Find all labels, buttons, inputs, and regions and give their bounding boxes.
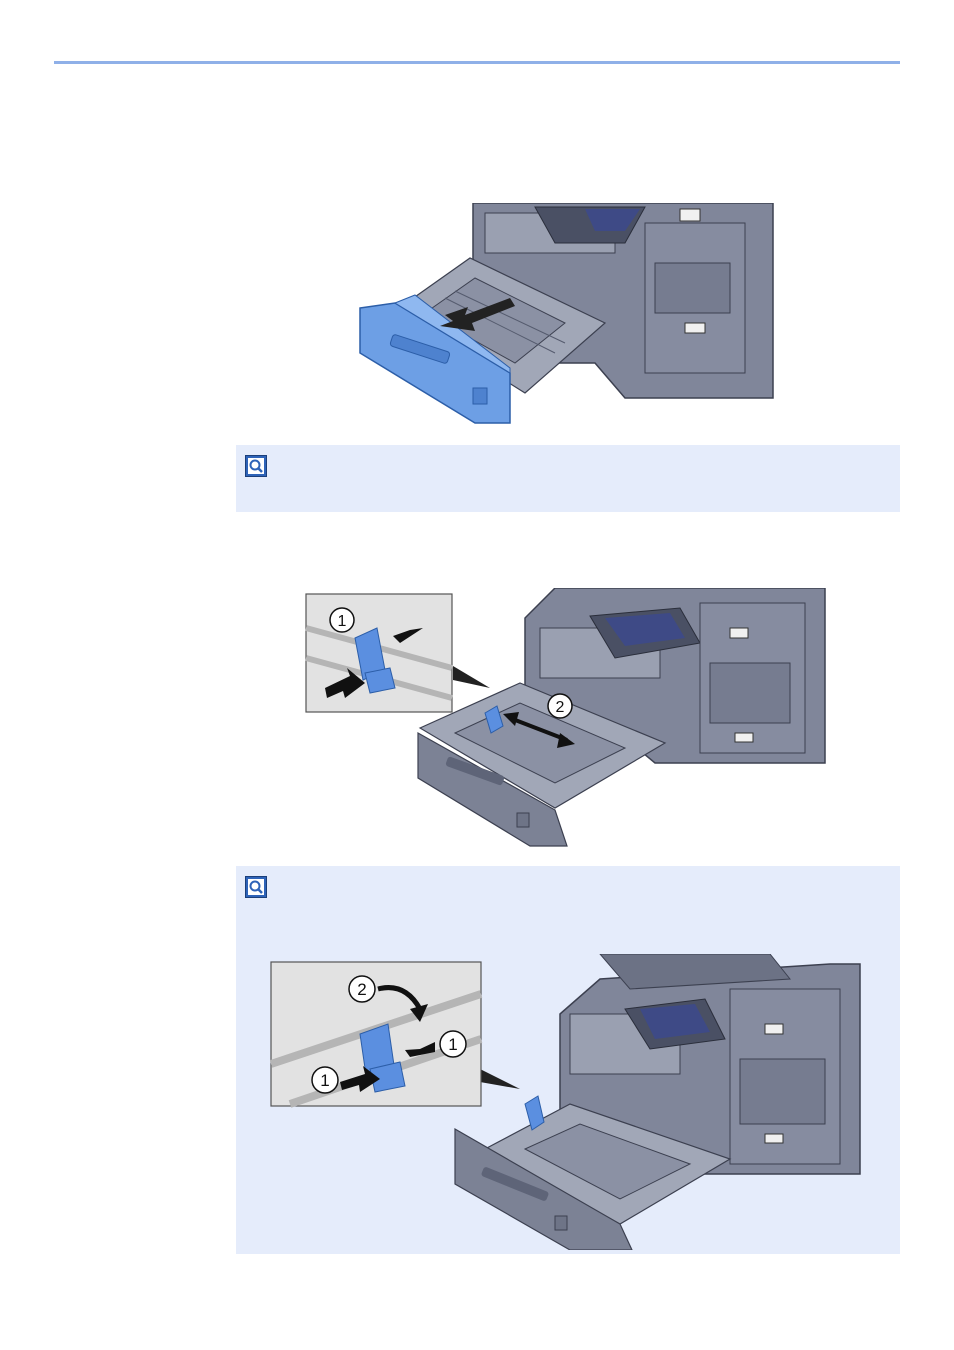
header-rule [54, 61, 900, 64]
callout-1: 1 [338, 613, 347, 630]
callout-2: 2 [556, 699, 565, 716]
note-icon [245, 876, 267, 898]
callout-1-right: 1 [448, 1035, 457, 1054]
fold-down-guide-figure: 2 1 1 [269, 953, 900, 1251]
adjust-width-guide-figure: 2 1 [305, 587, 830, 850]
note-icon [245, 455, 267, 477]
callout-1-left: 1 [320, 1071, 329, 1090]
note-box-2: 2 1 1 [236, 866, 900, 1254]
pull-out-cassette-figure [355, 202, 775, 425]
callout-2: 2 [357, 980, 366, 999]
note-box-1 [236, 445, 900, 512]
